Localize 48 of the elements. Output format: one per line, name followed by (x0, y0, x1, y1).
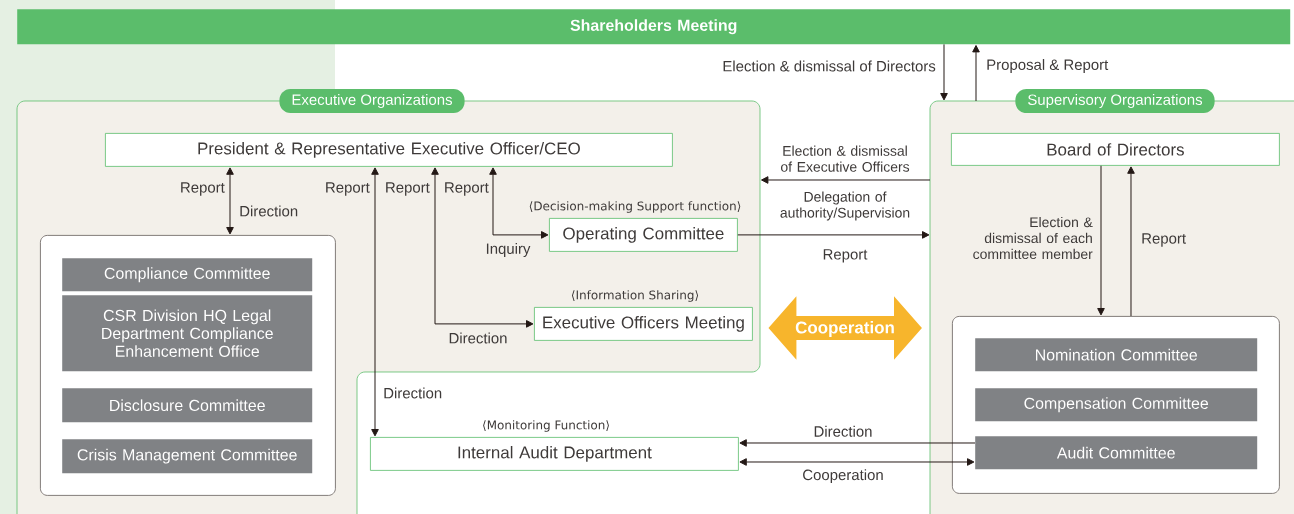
flow-label: Direction (240, 205, 298, 217)
arrow (226, 167, 234, 235)
org-box: Operating Committee (549, 218, 738, 252)
annotation-text: ⟨Information Sharing⟩ (571, 290, 699, 302)
arrow (739, 458, 975, 466)
annotation-text: ⟨Monitoring Function⟩ (483, 420, 609, 432)
org-box: President & Representative Executive Officer/CEO (105, 133, 673, 167)
org-box: Internal Audit Department (370, 437, 739, 471)
edge-label: Report (386, 182, 430, 196)
edge-label: Cooperation (803, 469, 883, 484)
arrow (431, 167, 534, 328)
arrow (489, 167, 549, 239)
edge-label: Direction (814, 425, 872, 437)
org-box: Executive Officers Meeting (534, 307, 753, 341)
edge-label: Proposal & Report (987, 59, 1109, 73)
arrow (371, 167, 379, 437)
arrow (737, 231, 930, 239)
committee-box: Compensation Committee (975, 388, 1258, 422)
section-pill: Supervisory Organizations (1015, 89, 1215, 113)
committee-box: Compliance Committee (62, 258, 313, 292)
committee-box: Crisis Management Committee (62, 439, 313, 474)
edge-label: Report (326, 182, 370, 196)
annotation-text: ⟨Decision-making Support function⟩ (529, 201, 741, 213)
edge-label: Election & dismissal of Executive Officers (781, 145, 910, 172)
committee-box: Nomination Committee (975, 338, 1258, 372)
section-pill: Executive Organizations (279, 89, 465, 113)
arrow (739, 439, 976, 447)
header-bar: Shareholders Meeting (17, 9, 1291, 45)
edge-label: Election & dismissal of each committee member (973, 216, 1093, 260)
arrow (1097, 165, 1105, 316)
committee-box: Disclosure Committee (62, 388, 313, 423)
flow-label: Direction (449, 332, 507, 344)
edge-label: Election & dismissal of Directors (723, 60, 936, 72)
arrow (940, 43, 948, 101)
edge-label: Report (823, 249, 868, 263)
org-box: Board of Directors (951, 133, 1280, 166)
arrow (761, 176, 931, 184)
flow-label: Delegation of authority/Supervision (780, 191, 910, 221)
flow-label: Direction (384, 387, 442, 399)
edge-label: Report (445, 182, 489, 196)
arrow (1127, 166, 1135, 317)
committee-box: CSR Division HQ Legal Department Compliance Enhancement Office (62, 295, 313, 372)
flow-label: Inquiry (486, 243, 531, 257)
committee-box: Audit Committee (975, 436, 1258, 470)
edge-label: Report (181, 182, 225, 196)
edge-label: Cooperation (794, 320, 896, 338)
arrow (972, 45, 980, 102)
edge-label: Report (1142, 233, 1186, 247)
